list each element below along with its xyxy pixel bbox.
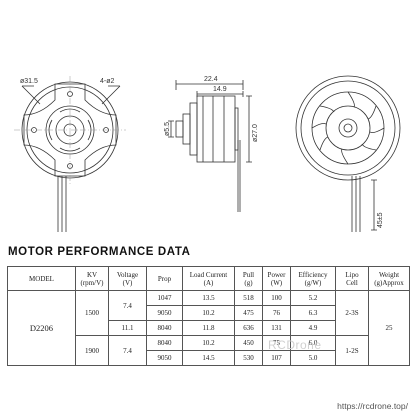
header-prop: Prop — [146, 266, 183, 291]
dim-lead-length: 45±5 — [377, 212, 384, 228]
cell-voltage: 7.4 — [108, 290, 147, 321]
cell-current: 13.5 — [182, 290, 235, 306]
cell-power: 131 — [262, 320, 291, 336]
table-row: 9050 14.5 530 107 5.0 — [8, 350, 410, 366]
watermark: RCDrone — [268, 338, 322, 352]
cell-lipo: 1-2S — [335, 335, 369, 366]
cell-power: 100 — [262, 290, 291, 306]
cell-prop: 9050 — [146, 350, 183, 366]
header-weight: Weight(g)Approx — [368, 266, 410, 291]
cell-pull: 475 — [234, 305, 263, 321]
dim-body-diameter: ø27.0 — [252, 124, 259, 142]
cell-model: D2206 — [7, 290, 76, 366]
cell-prop: 8040 — [146, 335, 183, 351]
header-model: MODEL — [7, 266, 76, 291]
rear-view — [295, 75, 401, 232]
cell-power: 76 — [262, 305, 291, 321]
cell-efficiency: 5.2 — [290, 290, 336, 306]
cell-efficiency: 4.9 — [290, 320, 336, 336]
cell-weight: 25 — [368, 290, 410, 366]
cell-efficiency: 6.3 — [290, 305, 336, 321]
header-efficiency: Efficiency(g/W) — [290, 266, 336, 291]
cell-efficiency: 5.0 — [290, 350, 336, 366]
cell-kv: 1500 — [75, 290, 109, 336]
footer-url: https://rcdrone.top/ — [337, 401, 408, 411]
cell-prop: 8040 — [146, 320, 183, 336]
header-voltage: Voltage(V) — [108, 266, 147, 291]
dim-body-length: 14.9 — [213, 86, 227, 93]
header-power: Power(W) — [262, 266, 291, 291]
cell-pull: 530 — [234, 350, 263, 366]
section-title: MOTOR PERFORMANCE DATA — [8, 246, 191, 258]
cell-voltage: 7.4 — [108, 335, 147, 366]
side-view — [168, 80, 252, 212]
dim-holes: 4-ø2 — [100, 78, 115, 85]
cell-pull: 450 — [234, 335, 263, 351]
cell-kv: 1900 — [75, 335, 109, 366]
dim-total-length: 22.4 — [204, 76, 218, 83]
cell-pull: 518 — [234, 290, 263, 306]
header-pull: Pull(g) — [234, 266, 263, 291]
motor-technical-drawing: ø31.5 4-ø2 22.4 14.9 ø5.5 ø27.0 — [14, 75, 401, 232]
cell-current: 11.8 — [182, 320, 235, 336]
dim-bolt-circle: ø31.5 — [20, 78, 38, 85]
header-load-current: Load Current(A) — [182, 266, 235, 291]
cell-pull: 636 — [234, 320, 263, 336]
cell-current: 10.2 — [182, 335, 235, 351]
cell-power: 107 — [262, 350, 291, 366]
header-kv: KV(rpm/V) — [75, 266, 109, 291]
table-row: 1900 7.4 8040 10.2 450 75 6.0 1-2S — [8, 335, 410, 366]
dim-shaft-diameter: ø5.5 — [164, 122, 171, 136]
table-header-row: MODEL KV(rpm/V) Voltage(V) Prop Load Cur… — [7, 266, 410, 291]
front-view — [14, 76, 126, 232]
cell-prop: 1047 — [146, 290, 183, 306]
cell-voltage: 11.1 — [108, 320, 147, 336]
cell-current: 10.2 — [182, 305, 235, 321]
cell-current: 14.5 — [182, 350, 235, 366]
table-row: D2206 1500 7.4 1047 13.5 518 100 5.2 2-3… — [7, 290, 410, 366]
cell-lipo: 2-3S — [335, 290, 369, 336]
motor-performance-table: MODEL KV(rpm/V) Voltage(V) Prop Load Cur… — [7, 266, 410, 366]
cell-prop: 9050 — [146, 305, 183, 321]
